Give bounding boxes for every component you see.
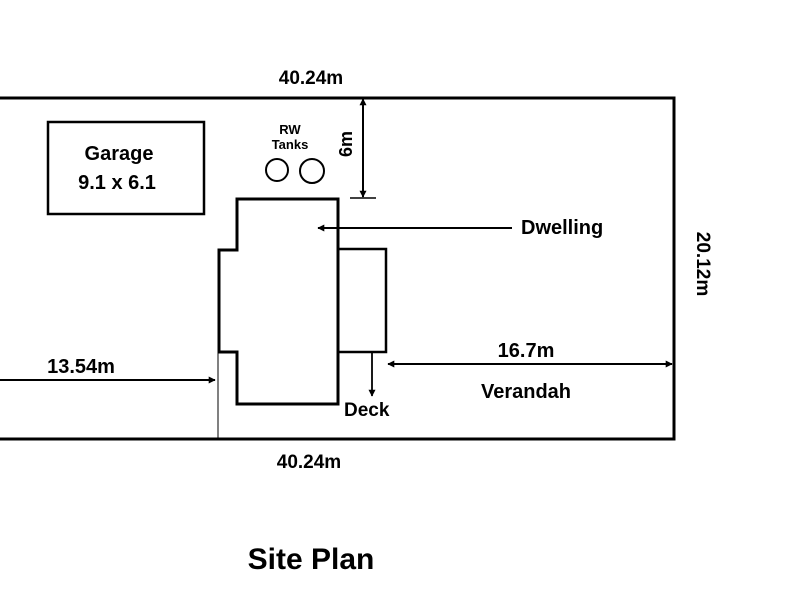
setback-dimension-label: 6m	[336, 131, 356, 157]
garage-label: Garage	[85, 143, 154, 165]
rw-tanks-label-line2: Tanks	[272, 137, 309, 152]
right-boundary-dimension: 20.12m	[692, 232, 713, 296]
garage-size-label: 9.1 x 6.1	[78, 172, 156, 194]
dwelling-label: Dwelling	[521, 217, 603, 239]
garage-outline	[46, 120, 206, 216]
verandah-label: Verandah	[481, 381, 571, 403]
left-dimension-label: 13.54m	[47, 356, 115, 378]
verandah-dimension-label: 16.7m	[498, 340, 555, 362]
plan-title: Site Plan	[248, 543, 375, 576]
rw-tank-left	[265, 158, 289, 182]
lot-boundary	[0, 96, 676, 441]
bottom-boundary-dimension: 40.24m	[277, 452, 341, 473]
rw-tank-right	[299, 158, 325, 184]
top-boundary-dimension: 40.24m	[279, 68, 343, 89]
verandah-structure	[338, 247, 388, 354]
deck-label: Deck	[344, 400, 390, 421]
dwelling-outline	[217, 197, 340, 406]
rw-tanks-label-line1: RW	[279, 122, 301, 137]
